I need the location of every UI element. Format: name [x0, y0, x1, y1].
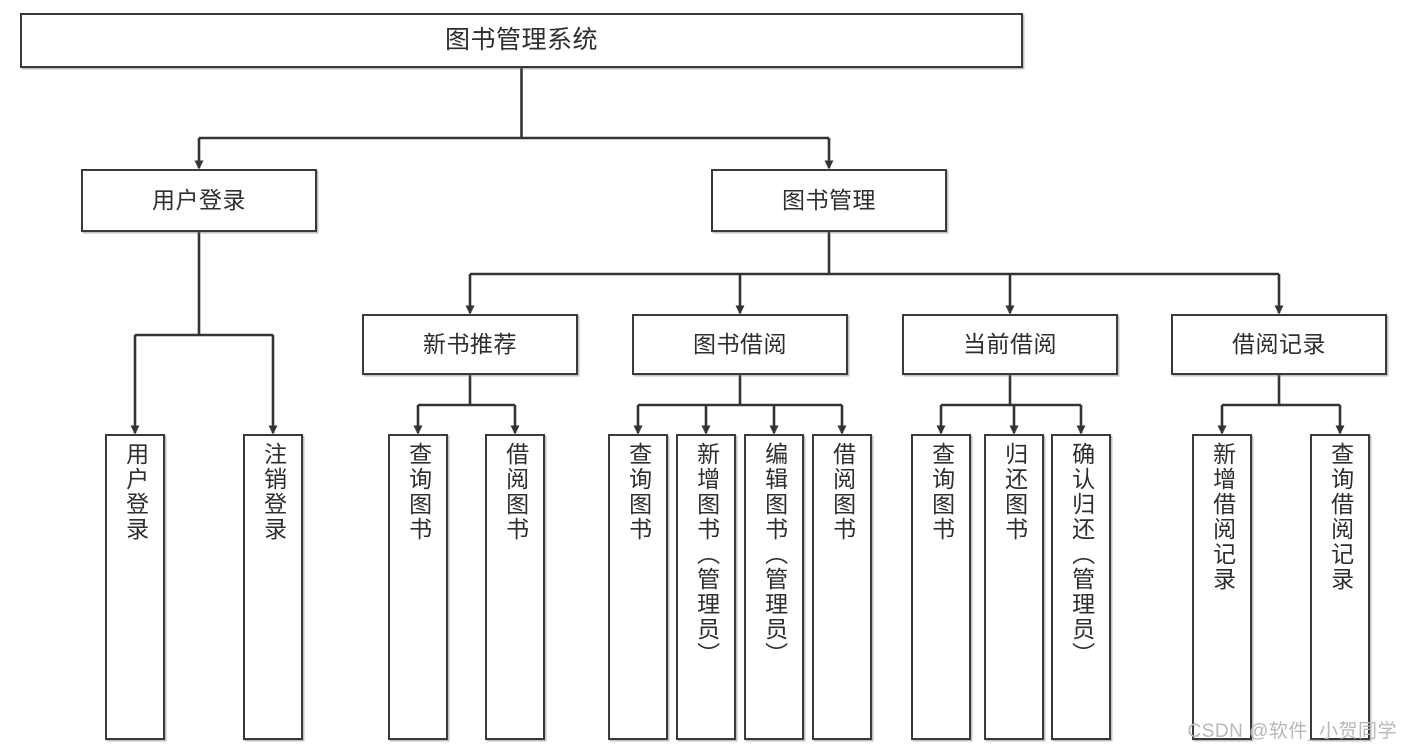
node-label: 当前借阅 — [963, 331, 1057, 358]
node-label: 图书管理系统 — [444, 26, 598, 54]
node-label: 注销登录 — [260, 442, 287, 542]
node-root[interactable]: 图书管理系统 — [20, 13, 1023, 68]
node-leaf_query_rec[interactable]: 查询借阅记录 — [1310, 434, 1370, 740]
node-label: 查询图书 — [405, 442, 432, 542]
node-leaf_login[interactable]: 用户登录 — [105, 434, 165, 740]
node-book_manage[interactable]: 图书管理 — [711, 169, 947, 232]
node-label: 查询借阅记录 — [1327, 442, 1354, 592]
node-borrow_record[interactable]: 借阅记录 — [1171, 314, 1387, 375]
node-leaf_add_rec[interactable]: 新增借阅记录 — [1192, 434, 1252, 740]
node-label: 图书管理 — [782, 187, 876, 214]
node-label: 用户登录 — [122, 442, 149, 542]
node-new_book_rec[interactable]: 新书推荐 — [362, 314, 578, 375]
watermark-text: CSDN @软件_小贺同学 — [1187, 721, 1397, 742]
node-leaf_query_b1[interactable]: 查询图书 — [388, 434, 448, 740]
node-label: 借阅图书 — [829, 442, 856, 542]
node-label: 借阅记录 — [1232, 331, 1326, 358]
node-user_login[interactable]: 用户登录 — [81, 169, 317, 232]
node-leaf_return[interactable]: 归还图书 — [984, 434, 1044, 740]
node-label: 新增图书（管理员） — [693, 442, 720, 667]
node-current_borrow[interactable]: 当前借阅 — [902, 314, 1118, 375]
node-leaf_query_b2[interactable]: 查询图书 — [608, 434, 668, 740]
node-label: 用户登录 — [152, 187, 246, 214]
node-label: 借阅图书 — [502, 442, 529, 542]
node-label: 确认归还（管理员） — [1068, 442, 1095, 667]
node-label: 查询图书 — [928, 442, 955, 542]
node-leaf_query_b3[interactable]: 查询图书 — [911, 434, 971, 740]
node-leaf_borrow_b1[interactable]: 借阅图书 — [485, 434, 545, 740]
node-label: 查询图书 — [625, 442, 652, 542]
node-label: 归还图书 — [1001, 442, 1028, 542]
node-label: 图书借阅 — [693, 331, 787, 358]
node-leaf_edit_book[interactable]: 编辑图书（管理员） — [744, 434, 804, 740]
node-book_borrow[interactable]: 图书借阅 — [632, 314, 848, 375]
node-leaf_conf_ret[interactable]: 确认归还（管理员） — [1051, 434, 1111, 740]
node-label: 编辑图书（管理员） — [761, 442, 788, 667]
node-label: 新书推荐 — [423, 331, 517, 358]
node-leaf_borrow_b2[interactable]: 借阅图书 — [812, 434, 872, 740]
node-leaf_add_book[interactable]: 新增图书（管理员） — [676, 434, 736, 740]
node-label: 新增借阅记录 — [1209, 442, 1236, 592]
node-leaf_logout[interactable]: 注销登录 — [243, 434, 303, 740]
